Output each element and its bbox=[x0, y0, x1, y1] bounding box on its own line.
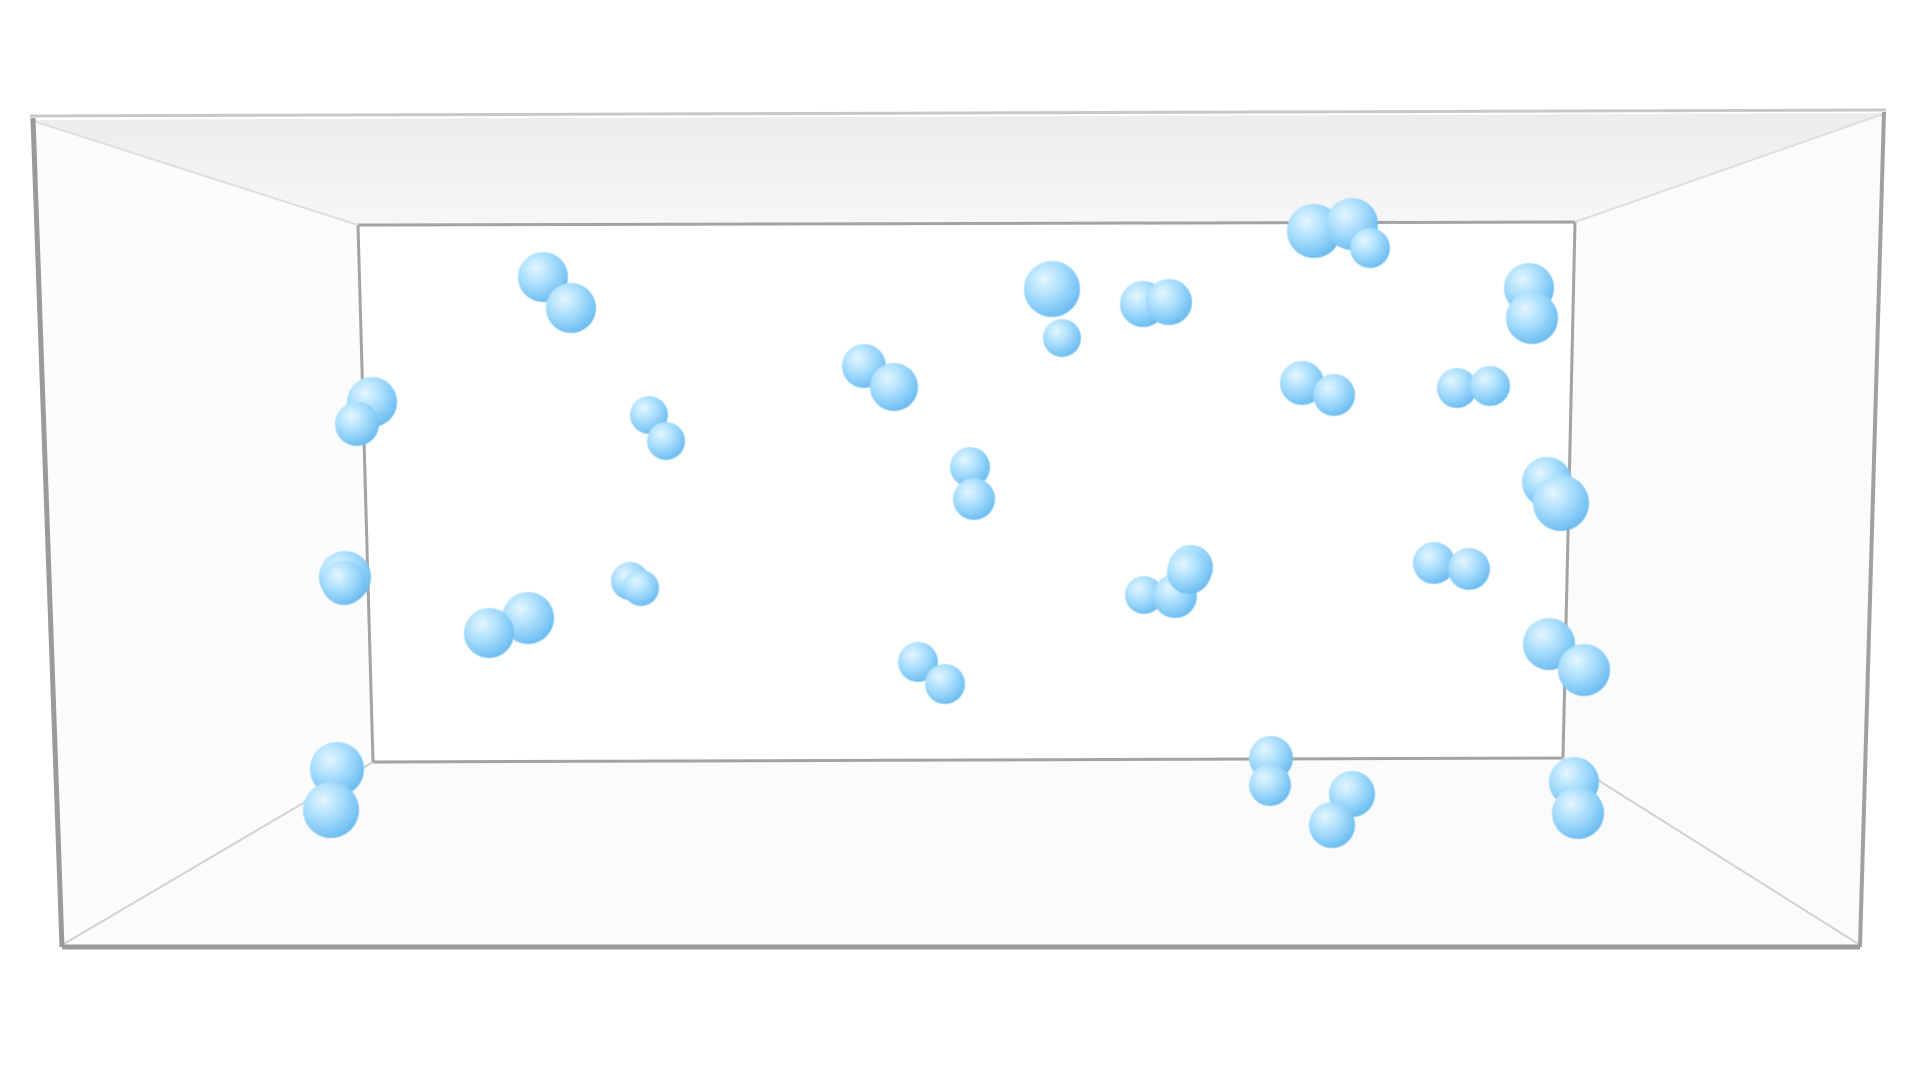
molecule bbox=[1549, 757, 1604, 839]
molecule bbox=[1280, 361, 1355, 416]
atom-sphere bbox=[1437, 368, 1477, 408]
molecule bbox=[1024, 261, 1081, 357]
molecule bbox=[1309, 771, 1375, 848]
atom-sphere bbox=[1125, 576, 1163, 614]
molecule bbox=[950, 447, 995, 520]
front-frame-top bbox=[29, 108, 1887, 118]
atom-sphere bbox=[464, 608, 514, 658]
molecule bbox=[518, 252, 596, 333]
atom-sphere bbox=[1413, 542, 1455, 584]
atom-sphere bbox=[623, 570, 659, 606]
atom-sphere bbox=[546, 283, 596, 333]
edge-bottom-right bbox=[1562, 757, 1861, 946]
atom-sphere bbox=[950, 447, 990, 487]
molecule bbox=[1120, 279, 1192, 327]
atom-sphere bbox=[335, 402, 379, 446]
atom-sphere bbox=[898, 642, 938, 682]
molecule bbox=[319, 551, 371, 605]
edge-top-left bbox=[29, 119, 359, 226]
molecule bbox=[1523, 618, 1610, 696]
atom-sphere bbox=[925, 664, 965, 704]
front-frame-left bbox=[30, 117, 65, 948]
molecule bbox=[335, 377, 397, 446]
atom-sphere bbox=[1043, 319, 1081, 357]
front-frame-right bbox=[1858, 111, 1886, 948]
molecule bbox=[1249, 736, 1293, 806]
molecule bbox=[1287, 198, 1378, 258]
atom-sphere bbox=[303, 782, 359, 838]
atom-sphere bbox=[1313, 374, 1355, 416]
atom-sphere bbox=[1024, 261, 1080, 317]
atom-sphere bbox=[647, 422, 685, 460]
molecule bbox=[611, 562, 659, 606]
molecule bbox=[1504, 263, 1558, 344]
atom-sphere bbox=[1558, 644, 1610, 696]
molecule bbox=[1522, 457, 1589, 531]
atom-sphere bbox=[1350, 228, 1390, 268]
molecules-group bbox=[303, 198, 1610, 848]
molecule bbox=[1413, 542, 1490, 590]
right-wall-panel bbox=[1563, 113, 1886, 945]
atom-sphere bbox=[1167, 550, 1211, 594]
atom-sphere bbox=[1280, 361, 1324, 405]
atom-sphere bbox=[1506, 292, 1558, 344]
molecule bbox=[303, 742, 364, 838]
atom-sphere bbox=[1533, 475, 1589, 531]
atom-sphere bbox=[953, 478, 995, 520]
molecule bbox=[630, 396, 685, 460]
molecule bbox=[1437, 366, 1510, 408]
atom-sphere bbox=[1249, 764, 1291, 806]
atom-sphere bbox=[1448, 548, 1490, 590]
molecule bbox=[1350, 228, 1390, 268]
molecule bbox=[842, 344, 918, 411]
atom-sphere bbox=[1470, 366, 1510, 406]
edge-top-right bbox=[1574, 112, 1887, 223]
atom-sphere bbox=[502, 592, 554, 644]
molecule bbox=[464, 592, 554, 658]
molecule bbox=[898, 642, 965, 704]
molecule bbox=[1153, 550, 1211, 618]
atom-sphere bbox=[322, 561, 366, 605]
atom-sphere bbox=[870, 363, 918, 411]
ceiling-panel bbox=[30, 113, 1886, 225]
atom-sphere bbox=[1309, 802, 1355, 848]
atom-sphere bbox=[1552, 787, 1604, 839]
floor-panel bbox=[62, 758, 1860, 945]
atom-sphere bbox=[310, 742, 364, 796]
atom-sphere bbox=[1146, 279, 1192, 325]
left-wall-panel bbox=[30, 120, 373, 945]
